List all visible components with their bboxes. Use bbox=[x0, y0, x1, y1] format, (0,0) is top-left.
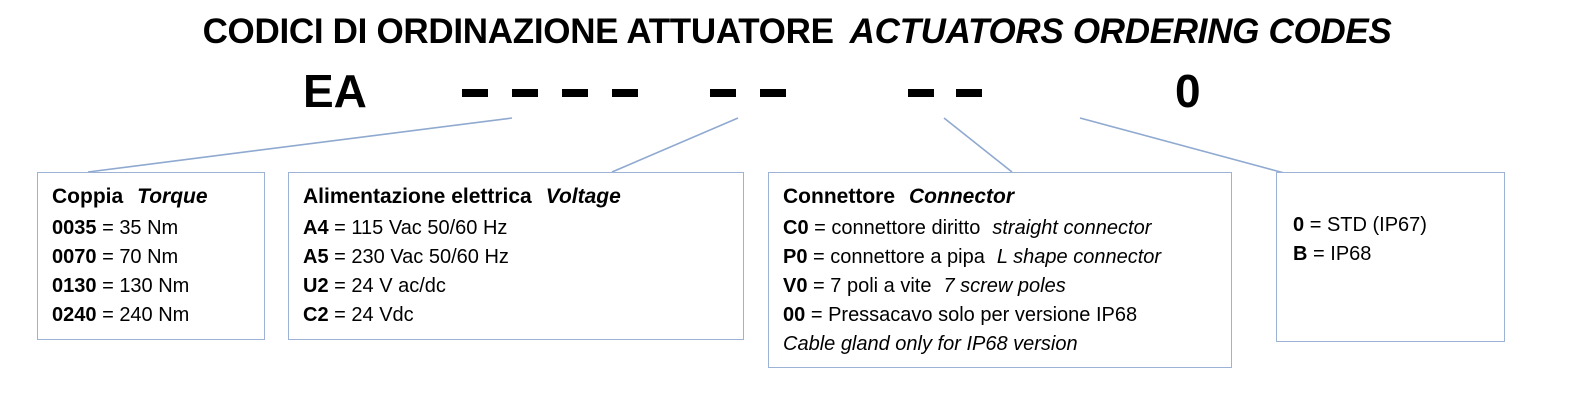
code-dash bbox=[562, 89, 588, 97]
option-text: 115 Vac 50/60 Hz bbox=[351, 217, 508, 239]
spec-row: 0070 = 70 Nm bbox=[52, 243, 264, 272]
spec-row: B = IP68 bbox=[1293, 240, 1504, 269]
option-code: 0130 bbox=[52, 275, 97, 297]
option-text: 24 Vdc bbox=[351, 304, 414, 326]
connector-note: Cable gland only for IP68 version bbox=[783, 333, 1078, 355]
code-dash bbox=[956, 89, 982, 97]
box-heading: Alimentazione elettrica Voltage bbox=[303, 183, 743, 211]
code-line: EA 0 bbox=[0, 63, 1594, 119]
spec-row: V0 = 7 poli a vite 7 screw poles bbox=[783, 272, 1231, 301]
equals-sign: = bbox=[102, 217, 114, 239]
title-italian: CODICI DI ORDINAZIONE ATTUATORE bbox=[202, 12, 834, 51]
heading-italian: Alimentazione elettrica bbox=[303, 185, 532, 208]
equals-sign: = bbox=[1309, 214, 1322, 236]
option-code: 0240 bbox=[52, 304, 97, 326]
option-code: V0 bbox=[783, 275, 808, 297]
code-dash bbox=[710, 89, 736, 97]
option-text: 230 Vac 50/60 Hz bbox=[351, 246, 509, 268]
equals-sign: = bbox=[1313, 243, 1325, 265]
option-text: IP68 bbox=[1330, 243, 1372, 265]
option-text: STD (IP67) bbox=[1326, 214, 1427, 236]
code-dash bbox=[512, 89, 538, 97]
equals-sign: = bbox=[813, 246, 825, 268]
code-dash bbox=[760, 89, 786, 97]
leader-line-torque bbox=[87, 117, 513, 173]
spec-row: 0 = STD (IP67) bbox=[1293, 211, 1504, 240]
code-suffix: 0 bbox=[1175, 65, 1201, 117]
spec-row: 0035 = 35 Nm bbox=[52, 214, 264, 243]
code-dash bbox=[908, 89, 934, 97]
option-text-english: L shape connector bbox=[996, 246, 1162, 268]
spec-row: U2 = 24 V ac/dc bbox=[303, 272, 743, 301]
spec-box-connector: Connettore Connector C0 = connettore diri… bbox=[768, 172, 1232, 368]
equals-sign: = bbox=[102, 304, 114, 326]
spec-row: A4 = 115 Vac 50/60 Hz bbox=[303, 214, 743, 243]
leader-line-protection bbox=[1079, 117, 1289, 175]
heading-english: Voltage bbox=[545, 185, 621, 208]
box-heading: Coppia Torque bbox=[52, 183, 264, 211]
option-code: A5 bbox=[303, 246, 329, 268]
box-heading: Connettore Connector bbox=[783, 183, 1231, 211]
heading-italian: Connettore bbox=[783, 185, 895, 208]
spec-row: A5 = 230 Vac 50/60 Hz bbox=[303, 243, 743, 272]
equals-sign: = bbox=[102, 246, 114, 268]
option-text: Pressacavo solo per versione IP68 bbox=[828, 304, 1138, 326]
equals-sign: = bbox=[102, 275, 114, 297]
option-text: connettore a pipa bbox=[830, 246, 985, 268]
option-code: C0 bbox=[783, 217, 809, 239]
leader-line-connector bbox=[943, 117, 1013, 173]
equals-sign: = bbox=[334, 246, 346, 268]
spec-row: 0240 = 240 Nm bbox=[52, 301, 264, 330]
option-text: 35 Nm bbox=[119, 217, 179, 239]
equals-sign: = bbox=[813, 275, 825, 297]
equals-sign: = bbox=[814, 217, 826, 239]
heading-english: Connector bbox=[909, 185, 1014, 208]
equals-sign: = bbox=[334, 217, 346, 239]
spec-row: 00 = Pressacavo solo per versione IP68 bbox=[783, 301, 1231, 330]
option-code: P0 bbox=[783, 246, 808, 268]
spec-row: P0 = connettore a pipa L shape connector bbox=[783, 243, 1231, 272]
option-text-english: 7 screw poles bbox=[943, 275, 1066, 297]
code-dash bbox=[612, 89, 638, 97]
title-english: ACTUATORS ORDERING CODES bbox=[849, 12, 1392, 51]
option-code: 0035 bbox=[52, 217, 97, 239]
option-text: 24 V ac/dc bbox=[351, 275, 446, 297]
leader-line-voltage bbox=[611, 117, 739, 173]
heading-italian: Coppia bbox=[52, 185, 124, 208]
spec-box-torque: Coppia Torque 0035 = 35 Nm 0070 = 70 Nm 0… bbox=[37, 172, 265, 340]
option-text: 130 Nm bbox=[119, 275, 190, 297]
option-text-english: straight connector bbox=[992, 217, 1152, 239]
equals-sign: = bbox=[334, 275, 346, 297]
option-code: A4 bbox=[303, 217, 329, 239]
option-code: 00 bbox=[783, 304, 806, 326]
spec-box-voltage: Alimentazione elettrica Voltage A4 = 115 … bbox=[288, 172, 744, 340]
option-code: 0070 bbox=[52, 246, 97, 268]
spec-row: C0 = connettore diritto straight connecto… bbox=[783, 214, 1231, 243]
heading-english: Torque bbox=[137, 185, 208, 208]
code-prefix: EA bbox=[303, 65, 367, 117]
spec-row: C2 = 24 Vdc bbox=[303, 301, 743, 330]
equals-sign: = bbox=[810, 304, 823, 326]
option-code: B bbox=[1293, 243, 1308, 265]
option-text: 7 poli a vite bbox=[830, 275, 932, 297]
option-text: 240 Nm bbox=[119, 304, 190, 326]
option-code: C2 bbox=[303, 304, 329, 326]
spec-box-protection: 0 = STD (IP67) B = IP68 bbox=[1276, 172, 1505, 342]
option-code: 0 bbox=[1293, 214, 1305, 236]
spec-row: 0130 = 130 Nm bbox=[52, 272, 264, 301]
option-text: connettore diritto bbox=[831, 217, 981, 239]
code-dash bbox=[462, 89, 488, 97]
page-title: CODICI DI ORDINAZIONE ATTUATORE ACTUATORS… bbox=[0, 12, 1594, 52]
equals-sign: = bbox=[334, 304, 346, 326]
option-code: U2 bbox=[303, 275, 329, 297]
option-text: 70 Nm bbox=[119, 246, 179, 268]
